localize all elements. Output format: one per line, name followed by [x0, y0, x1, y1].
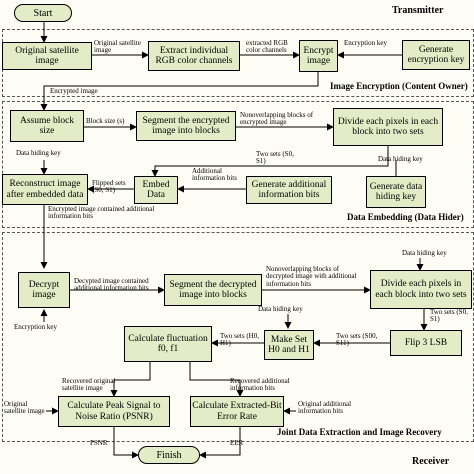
reconstruct-image-node: Reconstruct image after embedded data — [2, 174, 88, 205]
label-two-sets-h0h1: Two sets (H0, H1) — [220, 332, 259, 348]
label-nonoverlapping-decrypted: Nonoverlapping blocks of decrypted image… — [266, 265, 357, 288]
section-image-encryption: Image Encryption (Content Owner) — [330, 81, 468, 91]
label-two-sets-s0s1: Two sets (S0, S1) — [256, 150, 294, 166]
label-original-additional: Original additional information bits — [298, 400, 352, 416]
section-receiver: Receiver — [412, 456, 450, 467]
label-data-hiding-key-mid: Data hiding key — [258, 305, 303, 313]
generate-additional-bits-node: Generate additional information bits — [246, 176, 332, 204]
original-satellite-image-node: Original satellite image — [2, 42, 92, 70]
label-block-size: Block size (s) — [86, 117, 125, 125]
label-data-hiding-key-right: Data hiding key — [378, 155, 423, 163]
section-data-embedding: Data Embedding (Data Hider) — [347, 212, 464, 222]
label-recovered-additional: Recovered additional information bits — [230, 377, 290, 393]
extract-rgb-node: Extract individual RGB color channels — [148, 41, 240, 71]
decrypt-image-node: Decrypt image — [18, 272, 70, 308]
start-node: Start — [14, 4, 72, 22]
divide-pixels-node-1: Divide each pixels in each block into tw… — [333, 108, 443, 146]
edge-fluct-ber — [189, 362, 244, 397]
generate-encryption-key-node: Generate encryption key — [402, 40, 470, 70]
edge-ber-finish — [199, 427, 241, 459]
encrypt-image-node: Encrypt image — [299, 40, 338, 72]
section-joint-recovery: Joint Data Extraction and Image Recovery — [277, 427, 442, 437]
label-recovered-original: Recovered original satellite image — [62, 377, 116, 393]
edge-psnr-finish — [113, 427, 139, 459]
label-encryption-key-top: Encryption key — [344, 39, 387, 47]
label-encrypted-contained: Encrypted image contained additional inf… — [48, 205, 155, 221]
label-original-satellite-left: Original satellite image — [4, 400, 45, 416]
label-flipped-sets: Flipped sets (S0, S1) — [92, 179, 126, 195]
calc-psnr-node: Calculate Peak Signal to Noise Ratio (PS… — [58, 396, 170, 427]
label-data-hiding-key-left: Data hiding key — [16, 149, 61, 157]
assume-block-size-node: Assume block size — [10, 110, 84, 142]
label-psnr: PSNR — [90, 439, 108, 447]
finish-node: Finish — [138, 446, 200, 464]
segment-decrypted-node: Segment the decrypted image into blocks — [164, 274, 262, 306]
make-set-node: Make Set H0 and H1 — [264, 330, 314, 360]
edge-divide-embed — [151, 146, 389, 177]
section-transmitter: Transmitter — [392, 5, 444, 16]
calculate-fluctuation-node: Calculate fluctuation f0, f1 — [124, 326, 212, 362]
flip-lsb-node: Flip 3 LSB — [390, 330, 462, 356]
label-two-sets-s0s1-recv: Two sets (S0, S1) — [430, 308, 468, 324]
label-eer: EER — [230, 439, 244, 447]
calc-ber-node: Calculate Extracted-Bit Error Rate — [190, 396, 284, 427]
label-extracted-rgb: extracted RGB color channels — [246, 39, 288, 55]
label-encryption-key-recv: Encryption key — [14, 323, 57, 331]
segment-encrypted-node: Segment the encrypted image into blocks — [136, 111, 236, 141]
label-two-sets-s00s11: Two sets (S00, S11) — [336, 332, 378, 348]
label-original-satellite-image: Original satellite image — [94, 39, 141, 55]
divide-pixels-node-2: Divide each pixels in each block into tw… — [370, 270, 472, 309]
label-encrypted-image: Encrypted image — [50, 87, 98, 95]
embed-data-node: Embed Data — [134, 176, 178, 204]
label-decrypted-contained: Decypted image contained additional info… — [74, 277, 149, 293]
label-nonoverlapping-encrypted: Nonoverlapping blocks of encrypted image — [240, 111, 314, 127]
edge-fluct-psnr — [110, 362, 151, 397]
edge-encrypt-assume — [40, 72, 319, 111]
label-data-hiding-key-recv: Data hiding key — [402, 249, 447, 257]
generate-hiding-key-node: Generate data hiding key — [366, 176, 426, 208]
label-additional-info-bits: Additional information bits — [192, 167, 237, 183]
